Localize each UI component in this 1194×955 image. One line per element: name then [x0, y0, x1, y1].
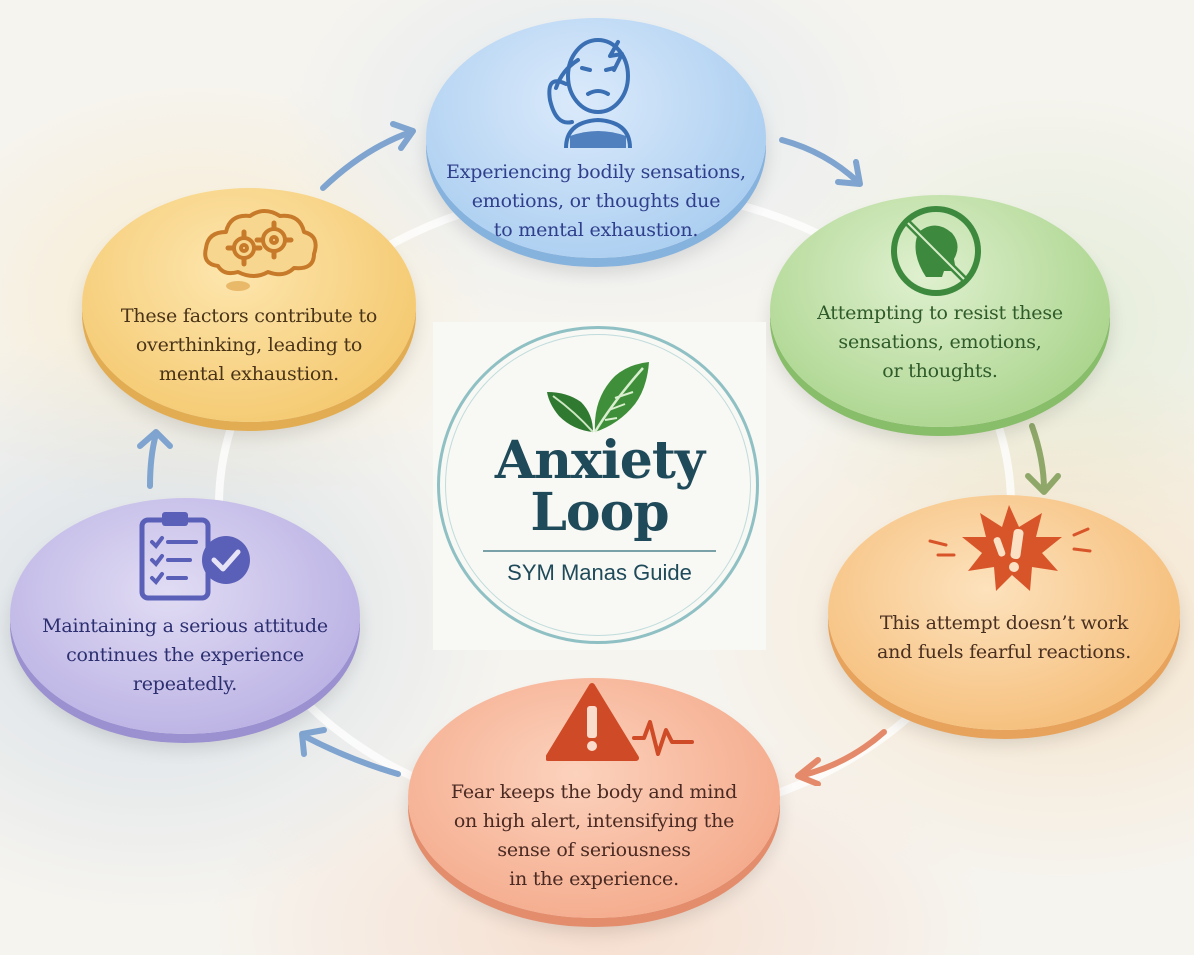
step-4-text: Fear keeps the body and mind on high ale… [450, 781, 738, 890]
arrow-3-to-4 [795, 729, 887, 786]
step-5-text: Maintaining a serious attitude continues… [42, 615, 328, 695]
leaf-icon [547, 362, 649, 433]
center-divider [483, 550, 716, 552]
step-1-node: Experiencing bodily sensations, emotions… [426, 18, 766, 258]
step-2-node: Attempting to resist these sensations, e… [770, 195, 1110, 427]
arrow-6-to-1 [320, 121, 416, 191]
center-circle [437, 326, 759, 644]
arrow-4-to-5 [299, 727, 401, 777]
step-1-text: Experiencing bodily sensations, emotions… [446, 161, 746, 241]
center-inner-circle [445, 334, 751, 636]
arrow-5-to-6 [137, 429, 173, 489]
arrow-2-to-3 [1025, 423, 1061, 495]
step-3-node: This attempt doesn’t work and fuels fear… [828, 495, 1180, 730]
center-subtitle: SYM Manas Guide [507, 560, 692, 585]
checklist-clipboard-icon [139, 512, 250, 601]
step-2-text: Attempting to resist these sensations, e… [817, 302, 1063, 382]
center-title-line1: Anxiety [494, 430, 705, 491]
step-6-node: These factors contribute to overthinking… [82, 188, 416, 422]
step-6-text: These factors contribute to overthinking… [120, 305, 378, 385]
arrow-1-to-2 [779, 137, 863, 187]
center-panel: Anxiety Loop SYM Manas Guide [433, 322, 766, 650]
step-4-node: Fear keeps the body and mind on high ale… [408, 678, 780, 918]
no-head-prohibited-icon [891, 206, 981, 296]
step-5-node: Maintaining a serious attitude continues… [10, 498, 360, 734]
headache-person-icon [547, 38, 632, 148]
warning-heartbeat-icon [546, 683, 694, 761]
step-3-text: This attempt doesn’t work and fuels fear… [876, 612, 1132, 663]
center-title-line2: Loop [530, 482, 669, 543]
exclamation-burst-icon [928, 505, 1092, 591]
thinking-gears-cloud-icon [203, 209, 318, 291]
